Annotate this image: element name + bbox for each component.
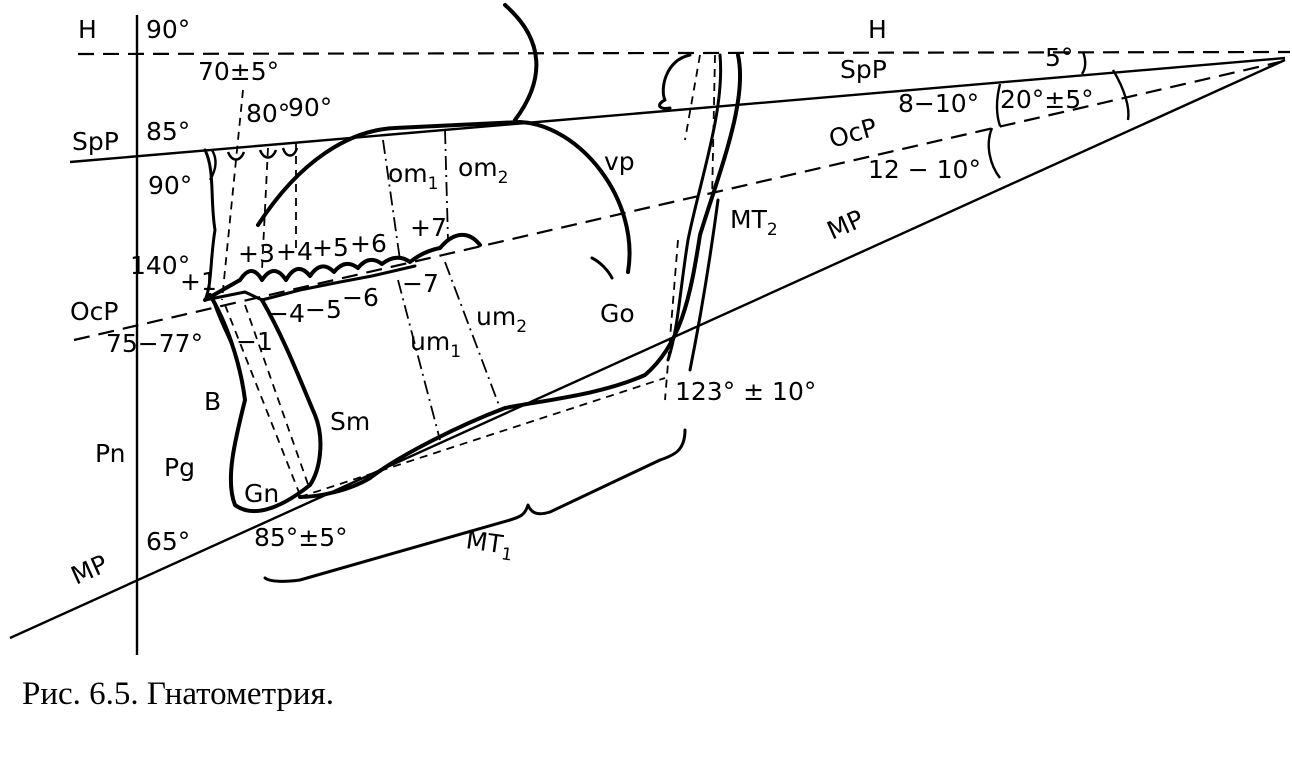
- label-mt2: MT2: [730, 205, 778, 240]
- tooth-plus6: +6: [350, 229, 387, 258]
- orbit-contour: [503, 3, 539, 122]
- label-um2: um2: [476, 302, 527, 337]
- arc-12-10: [987, 127, 1001, 179]
- dash-incisor-gn-b: [244, 304, 311, 491]
- label-go: Go: [600, 299, 635, 328]
- h-line: [77, 50, 1291, 56]
- label-spp-left: SpP: [72, 127, 119, 156]
- label-85: 85°: [146, 117, 190, 146]
- label-pg: Pg: [164, 453, 195, 482]
- tooth-minus4: −4: [268, 299, 305, 328]
- label-gn: Gn: [244, 479, 279, 508]
- tooth-plus7: +7: [410, 213, 447, 242]
- lower-cusp-line: [203, 264, 417, 302]
- label-om2: om2: [458, 153, 508, 188]
- label-h-left: H: [78, 15, 97, 44]
- label-5: 5°: [1045, 43, 1073, 72]
- axis-um1: [397, 279, 441, 441]
- arc-5: [1080, 51, 1087, 75]
- arc-90: [281, 147, 299, 157]
- axis-om2: [444, 129, 449, 241]
- label-um1: um1: [410, 327, 461, 362]
- tooth-plus3: +3: [238, 239, 275, 268]
- ramus-posterior: [298, 53, 743, 499]
- coronoid-contour: [590, 256, 614, 280]
- tooth-minus6: −6: [342, 283, 379, 312]
- label-ocp-left: OcP: [70, 297, 119, 326]
- incisor-contour: [203, 148, 217, 302]
- mt1-brace: [263, 428, 687, 583]
- upper-cusp-line: [203, 232, 482, 302]
- label-85-5: 85°±5°: [254, 523, 348, 552]
- tooth-minus5: −5: [305, 295, 342, 324]
- dash-ramus-b: [711, 54, 716, 201]
- condyle-contour: [658, 53, 692, 110]
- label-om1: om1: [388, 159, 438, 194]
- label-b: B: [204, 387, 221, 416]
- maxilla-contour: [256, 120, 632, 274]
- dash-mp-lower: [299, 377, 666, 498]
- label-mt1: MT1: [463, 525, 515, 565]
- tooth-plus4: +4: [276, 237, 313, 266]
- spp-line: [69, 56, 1286, 164]
- label-123: 123° ± 10°: [675, 377, 816, 406]
- dash-80: [261, 147, 269, 271]
- arc-70: [226, 151, 246, 161]
- label-12-10: 12 − 10°: [868, 155, 981, 184]
- arc-80: [258, 149, 278, 159]
- ramus-inner: [666, 53, 723, 362]
- ocp-line: [73, 60, 1281, 342]
- chin-contour: [208, 293, 323, 514]
- label-65: 65°: [146, 527, 190, 556]
- lower-incisor: [213, 303, 234, 347]
- axis-um2: [444, 261, 501, 409]
- label-140: 140°: [130, 251, 190, 280]
- figure-caption: Рис. 6.5. Гнатометрия.: [22, 676, 334, 712]
- label-90-left: 90°: [148, 171, 192, 200]
- label-8-10: 8−10°: [898, 89, 979, 118]
- dash-70: [221, 89, 244, 301]
- dash-ramus-a: [684, 54, 701, 141]
- tooth-minus1: −1: [236, 327, 273, 356]
- label-20: 20°±5°: [1000, 85, 1094, 114]
- dash-ramus-c: [664, 239, 679, 401]
- label-75-77: 75−77°: [106, 329, 203, 358]
- label-h-right: H: [868, 15, 887, 44]
- label-90-top: 90°: [146, 15, 190, 44]
- label-90-mid: 90°: [288, 93, 332, 122]
- arc-20: [1111, 69, 1130, 121]
- tooth-plus1: +1: [180, 267, 217, 296]
- arc-spp-90: [208, 149, 217, 181]
- label-sm: Sm: [330, 407, 370, 436]
- arc-8-10: [995, 83, 1002, 127]
- tooth-minus7: −7: [402, 269, 439, 298]
- ramus-mt2-bracket: [688, 198, 720, 372]
- label-70: 70±5°: [198, 57, 279, 86]
- label-spp-right: SpP: [840, 55, 887, 84]
- label-pn: Pn: [95, 439, 125, 468]
- label-mp-right: MP: [823, 204, 868, 245]
- mp-line: [9, 58, 1286, 640]
- dash-incisor-gn-a: [224, 304, 301, 496]
- axis-om1: [382, 139, 401, 261]
- label-mp-left: MP: [67, 549, 112, 590]
- label-80: 80°: [246, 99, 290, 128]
- label-vp: vp: [604, 147, 635, 176]
- tooth-plus5: +5: [312, 233, 349, 262]
- label-ocp-right: OcP: [826, 113, 881, 154]
